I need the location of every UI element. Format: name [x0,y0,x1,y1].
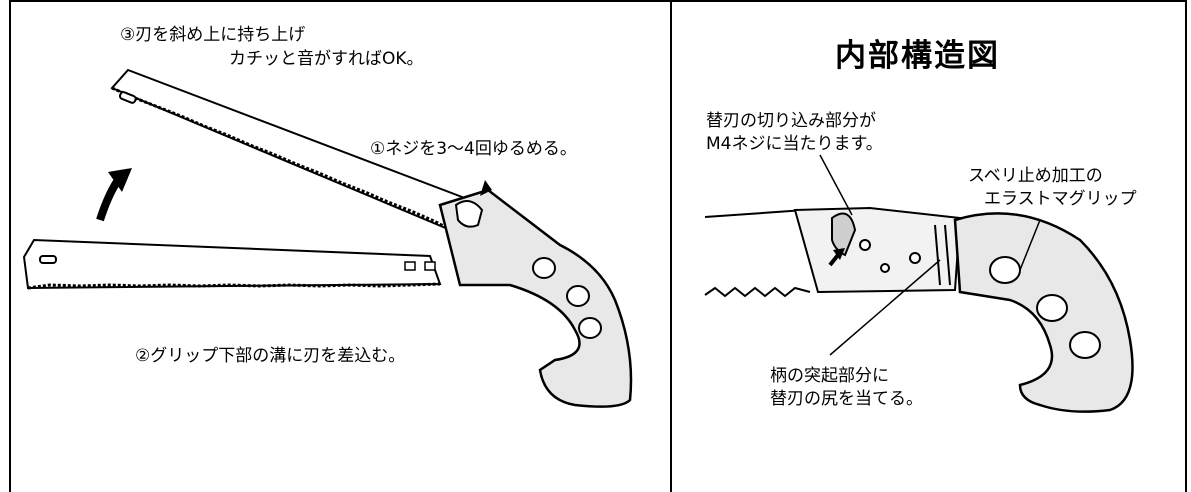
grip-note-line2: エラストマグリップ [984,189,1137,209]
diagram-title: 内部構造図 [835,38,1000,74]
raised-blade [110,68,472,234]
step3-label-line1: ③刃を斜め上に持ち上げ [120,25,306,45]
saw-assembly-illustration [22,68,633,408]
diagram-frame [9,0,1187,492]
saw-handle [438,180,633,408]
step2-label: ②グリップ下部の溝に刃を差込む。 [135,346,406,366]
lift-arrow-icon [96,168,132,222]
step1-label: ①ネジを3～4回ゆるめる。 [370,139,577,159]
blade-in-holder [704,209,811,298]
stop-note-line2: 替刃の尻を当てる。 [770,389,923,409]
pointer-arrow-icon [828,248,845,267]
panel-divider [670,0,672,492]
notch-note-line1: 替刃の切り込み部分が [706,111,876,131]
notch-note-line2: M4ネジに当たります。 [706,134,883,154]
leader-lines [819,154,1041,356]
grip-note-line1: スベリ止め加工の [968,166,1103,186]
stop-note-line1: 柄の突起部分に [770,366,889,386]
blade-holder [793,206,962,294]
lower-blade [22,238,442,290]
grip-handle [953,212,1134,413]
step3-label-line2: カチッと音がすればOK。 [229,49,424,69]
